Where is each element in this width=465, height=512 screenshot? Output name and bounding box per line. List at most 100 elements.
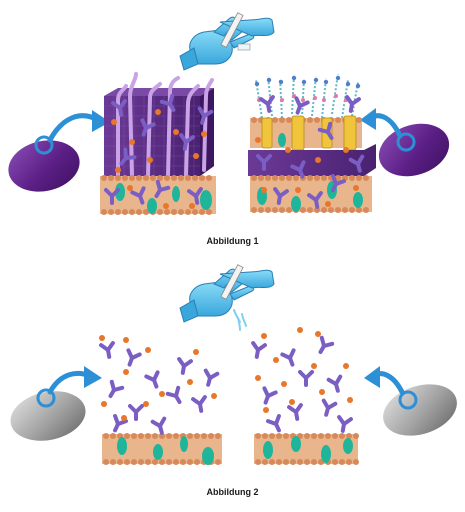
bacterium-focus-ring: [34, 135, 54, 155]
antibody-icon: [130, 186, 146, 205]
antibody-icon: [203, 368, 220, 387]
antibody-icon: [280, 348, 296, 367]
particle-dot: [325, 201, 331, 207]
membrane-right: [254, 433, 359, 465]
particle-dot: [201, 131, 207, 137]
arrow-icon: [47, 113, 101, 143]
particle-dot: [261, 187, 267, 193]
particle-dot: [129, 139, 135, 145]
particle-dot: [281, 381, 287, 387]
particle-dot: [159, 391, 165, 397]
antibody-icon: [307, 191, 323, 209]
particle-dot: [123, 337, 129, 343]
antibody-layer: [99, 93, 365, 435]
particle-dot: [143, 401, 149, 407]
arrow-head: [84, 366, 102, 388]
antibody-icon: [321, 398, 338, 417]
antibody-icon: [331, 174, 346, 193]
particle-dot: [127, 185, 133, 191]
particle-dot: [193, 349, 199, 355]
pipette-icon: [220, 12, 251, 51]
particle-dot: [343, 363, 349, 369]
antibody-icon: [197, 106, 214, 125]
figure-1: [8, 12, 450, 215]
antibody-icon: [159, 93, 176, 113]
bacterium-focus-ring: [396, 132, 416, 152]
particle-dot: [173, 129, 179, 135]
bacterium-focus-ring: [398, 390, 418, 410]
particle-dot: [123, 369, 129, 375]
particle-dot: [263, 407, 269, 413]
antibody-icon: [113, 414, 128, 433]
antibody-icon: [177, 357, 193, 375]
antibody-icon: [154, 179, 171, 199]
particle-dot: [295, 187, 301, 193]
particle-dot: [255, 375, 261, 381]
particle-dot: [101, 401, 107, 407]
antibody-icon: [317, 121, 334, 141]
antibody-icon: [119, 147, 137, 166]
pipette-icon: [220, 264, 247, 331]
antibody-icon: [104, 188, 120, 205]
antibody-icon: [266, 414, 281, 433]
antibody-icon: [108, 379, 125, 399]
particle-dot: [311, 363, 317, 369]
bacterium-right: [383, 384, 457, 436]
antibody-icon: [111, 99, 127, 117]
particle-dot: [193, 153, 199, 159]
particle-dot: [353, 185, 359, 191]
antibody-icon: [256, 154, 272, 171]
particle-dot: [315, 157, 321, 163]
particle-dot: [255, 137, 261, 143]
antibody-icon: [294, 96, 310, 115]
particle-dot: [261, 333, 267, 339]
antibody-icon: [290, 160, 306, 179]
antibody-icon: [126, 348, 142, 367]
antibody-icon: [99, 341, 115, 359]
antibody-icon: [251, 341, 267, 359]
antibody-icon: [140, 118, 156, 137]
antibody-icon: [179, 133, 195, 151]
arrow-head: [92, 110, 110, 132]
particle-dot: [121, 415, 127, 421]
particle-dot: [111, 119, 117, 125]
particle-dot: [315, 331, 321, 337]
antibody-icon: [326, 374, 343, 393]
particle-dot: [347, 397, 353, 403]
antibody-icon: [191, 395, 207, 413]
membrane-left: [102, 433, 222, 465]
antibody-icon: [318, 335, 335, 355]
antibody-icon: [262, 386, 278, 405]
figure-2-caption: Abbildung 2: [206, 487, 259, 497]
particle-dot: [147, 157, 153, 163]
bacterium-right: [378, 123, 450, 177]
antibody-icon: [287, 403, 303, 421]
bacterium-left: [10, 388, 86, 441]
particle-dot: [297, 327, 303, 333]
arrow-head: [360, 108, 376, 130]
bacterium-focus-ring: [36, 388, 56, 408]
antibody-icon: [144, 370, 160, 389]
antibody-icon: [259, 95, 275, 113]
particle-dot: [187, 379, 193, 385]
gram-positive-wall: [100, 72, 216, 215]
particle-dot: [319, 389, 325, 395]
antibody-icon: [187, 187, 203, 205]
particle-dot: [211, 393, 217, 399]
dot-layer: [99, 109, 359, 421]
particle-dot: [273, 357, 279, 363]
particle-dot: [99, 335, 105, 341]
arrow-head: [364, 366, 380, 388]
antibody-icon: [345, 95, 361, 113]
antibody-icon: [150, 416, 167, 435]
antibody-icon: [273, 187, 289, 205]
particle-dot: [285, 147, 291, 153]
antibody-icon: [128, 404, 144, 421]
particle-dot: [145, 347, 151, 353]
particle-dot: [343, 147, 349, 153]
particle-dot: [289, 399, 295, 405]
particle-dot: [115, 167, 121, 173]
bacterium-left: [8, 135, 80, 192]
antibody-icon: [165, 385, 182, 405]
